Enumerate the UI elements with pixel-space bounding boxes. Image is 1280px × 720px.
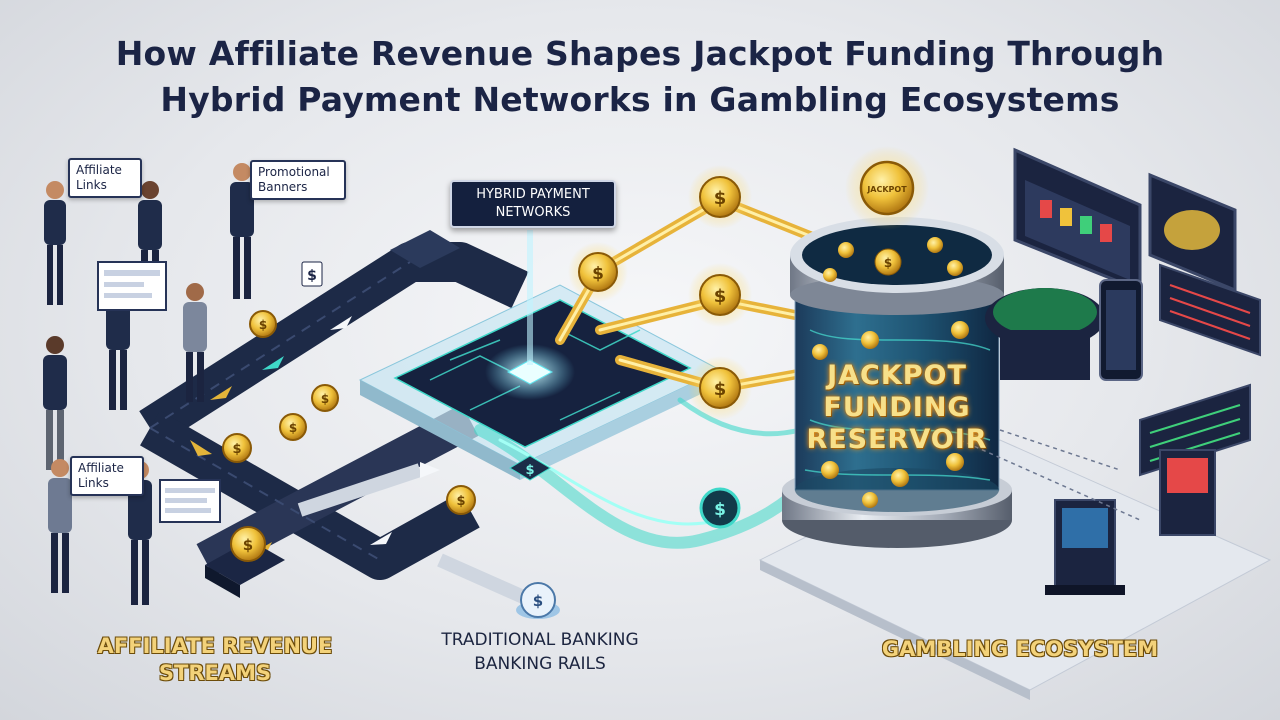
slot-screen-large [1013,147,1142,293]
reservoir-coin: $ [874,248,902,276]
jackpot-coin-label: JACKPOT [866,185,907,194]
jackpot-reservoir-cylinder [782,217,1012,548]
svg-text:$: $ [714,500,726,520]
svg-text:$: $ [525,463,534,478]
svg-text:$: $ [714,188,727,209]
pipe-coin: $ [688,165,752,229]
affiliate-link-board [159,479,221,523]
pipe-coin: $ [688,356,752,420]
svg-text:$: $ [259,318,267,332]
affiliate-links-top-label: Affiliate Links [76,163,122,192]
svg-text:$: $ [592,264,604,284]
svg-text:$: $ [714,286,727,307]
svg-text:$: $ [533,592,543,610]
pipe-coin: $ [688,263,752,327]
gambling-ecosystem-label: GAMBLING ECOSYSTEM [881,637,1159,661]
diagram-title-line-1: How Affiliate Revenue Shapes Jackpot Fun… [115,34,1165,73]
affiliate-person [43,336,67,470]
mobile-phone [1099,279,1143,381]
svg-text:$: $ [289,421,297,435]
reservoir-coin [812,344,828,360]
poker-table [985,288,1105,380]
affiliate-person [48,459,72,593]
teal-coin: $ [699,487,741,529]
path-coin: $ [249,310,277,338]
banking-rail-coin: $ [516,582,560,619]
network-node-coin: $ [509,455,551,481]
affiliate-person [183,283,207,402]
reservoir-coin [951,321,969,339]
affiliate-person [44,181,66,305]
reservoir-coin [861,331,879,349]
traditional-banking-label: TRADITIONAL BANKING BANKING RAILS [420,628,660,676]
slot-screen-right [1148,172,1237,293]
diagram-title-line-2: Hybrid Payment Networks in Gambling Ecos… [160,80,1120,119]
reservoir-coin [946,453,964,471]
reservoir-coin [838,242,854,258]
traditional-banking-line-1: TRADITIONAL BANKING [441,630,639,650]
affiliate-revenue-streams-label: AFFILIATE REVENUE STREAMS [97,634,333,685]
path-coin: $ [230,526,266,562]
path-coin: $ [222,433,252,463]
reservoir-coin [862,492,878,508]
affiliate-links-bottom-callout: Affiliate Links [70,456,144,496]
svg-text:$: $ [307,268,317,284]
affiliate-links-bottom-label: Affiliate Links [78,461,124,490]
hybrid-payment-networks-label: HYBRID PAYMENT NETWORKS [476,187,590,220]
hybrid-network-platform [358,284,722,480]
svg-text:$: $ [714,379,727,400]
svg-text:$: $ [321,392,329,406]
reservoir-label-line-3: RESERVOIR [806,424,988,455]
affiliate-person [230,163,254,299]
banking-rails [297,462,540,610]
affiliate-dashboard-board [97,261,167,311]
affiliate-revenue-path [139,242,529,580]
hybrid-payment-networks-callout: HYBRID PAYMENT NETWORKS [450,180,616,228]
svg-text:$: $ [884,256,892,270]
path-coin: $ [311,384,339,412]
reservoir-coin [947,260,963,276]
svg-text:$: $ [456,494,465,509]
traditional-banking-line-2: BANKING RAILS [474,654,606,674]
reservoir-coin [927,237,943,253]
slot-machine-front [1045,499,1125,595]
reservoir-label-line-1: JACKPOT [827,360,967,391]
path-coin: $ [279,413,307,441]
jackpot-coin: JACKPOT [845,146,929,230]
svg-text:$: $ [232,442,241,457]
reservoir-coin [891,469,909,487]
odds-screen [1159,263,1261,357]
path-coin: $ [446,485,476,515]
svg-text:$: $ [243,536,253,554]
affiliate-links-top-callout: Affiliate Links [68,158,142,198]
jackpot-reservoir-label: JACKPOT FUNDING RESERVOIR [790,360,1004,456]
promotional-banners-label: Promotional Banners [258,165,330,194]
slot-machine-back [1159,449,1216,536]
promotional-banners-callout: Promotional Banners [250,160,346,200]
reservoir-label-line-2: FUNDING [823,392,971,423]
pipe-coin: $ [568,242,628,302]
dollar-marker: $ [301,261,323,287]
path-end-block [205,230,460,598]
reservoir-coin [823,268,837,282]
reservoir-coin [821,461,839,479]
